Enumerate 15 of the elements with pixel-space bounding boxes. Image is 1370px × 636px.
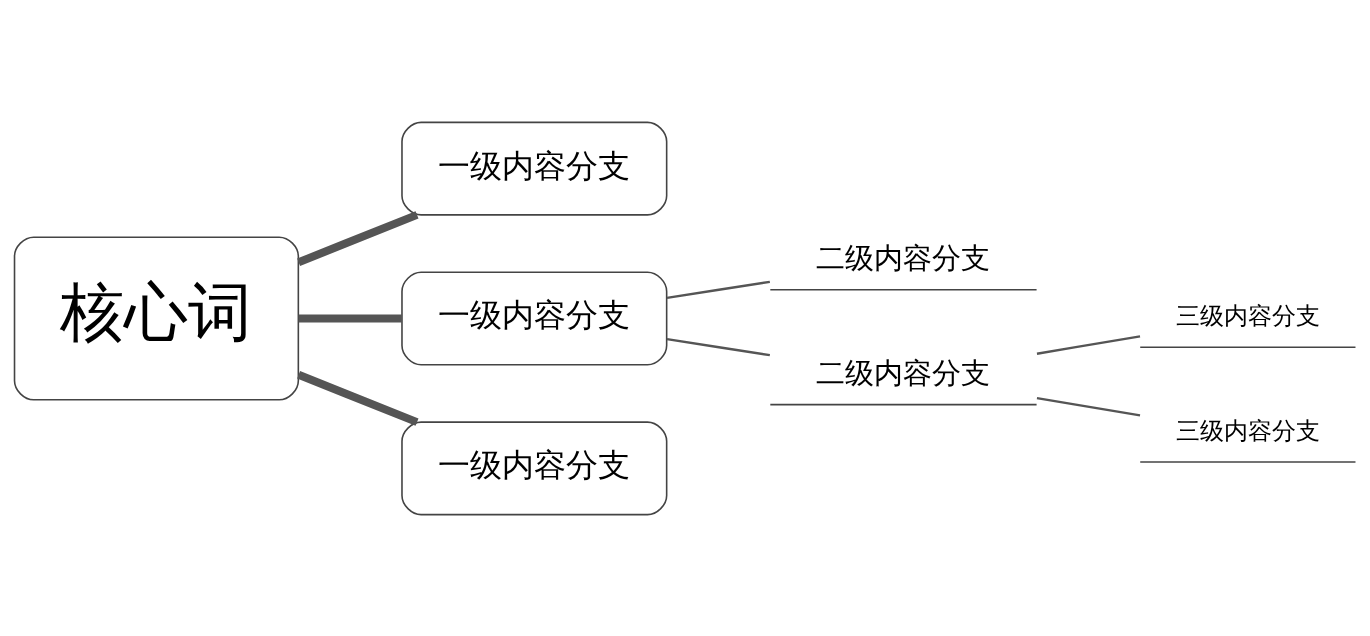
- connector: [297, 370, 419, 426]
- connector: [666, 337, 771, 356]
- node-box: 一级内容分支: [401, 270, 668, 366]
- node-box: 一级内容分支: [401, 121, 668, 216]
- node-box: 核心词: [13, 235, 300, 401]
- node-text: 三级内容分支: [1175, 416, 1320, 445]
- connector: [1036, 396, 1141, 417]
- connector: [1036, 334, 1141, 355]
- node-text: 二级内容分支: [816, 240, 991, 275]
- connector: [666, 280, 771, 299]
- node-text: 三级内容分支: [1175, 301, 1320, 330]
- connector: [298, 314, 402, 322]
- connector: [297, 210, 419, 266]
- node-text: 二级内容分支: [816, 355, 991, 390]
- node-box: 一级内容分支: [401, 420, 668, 515]
